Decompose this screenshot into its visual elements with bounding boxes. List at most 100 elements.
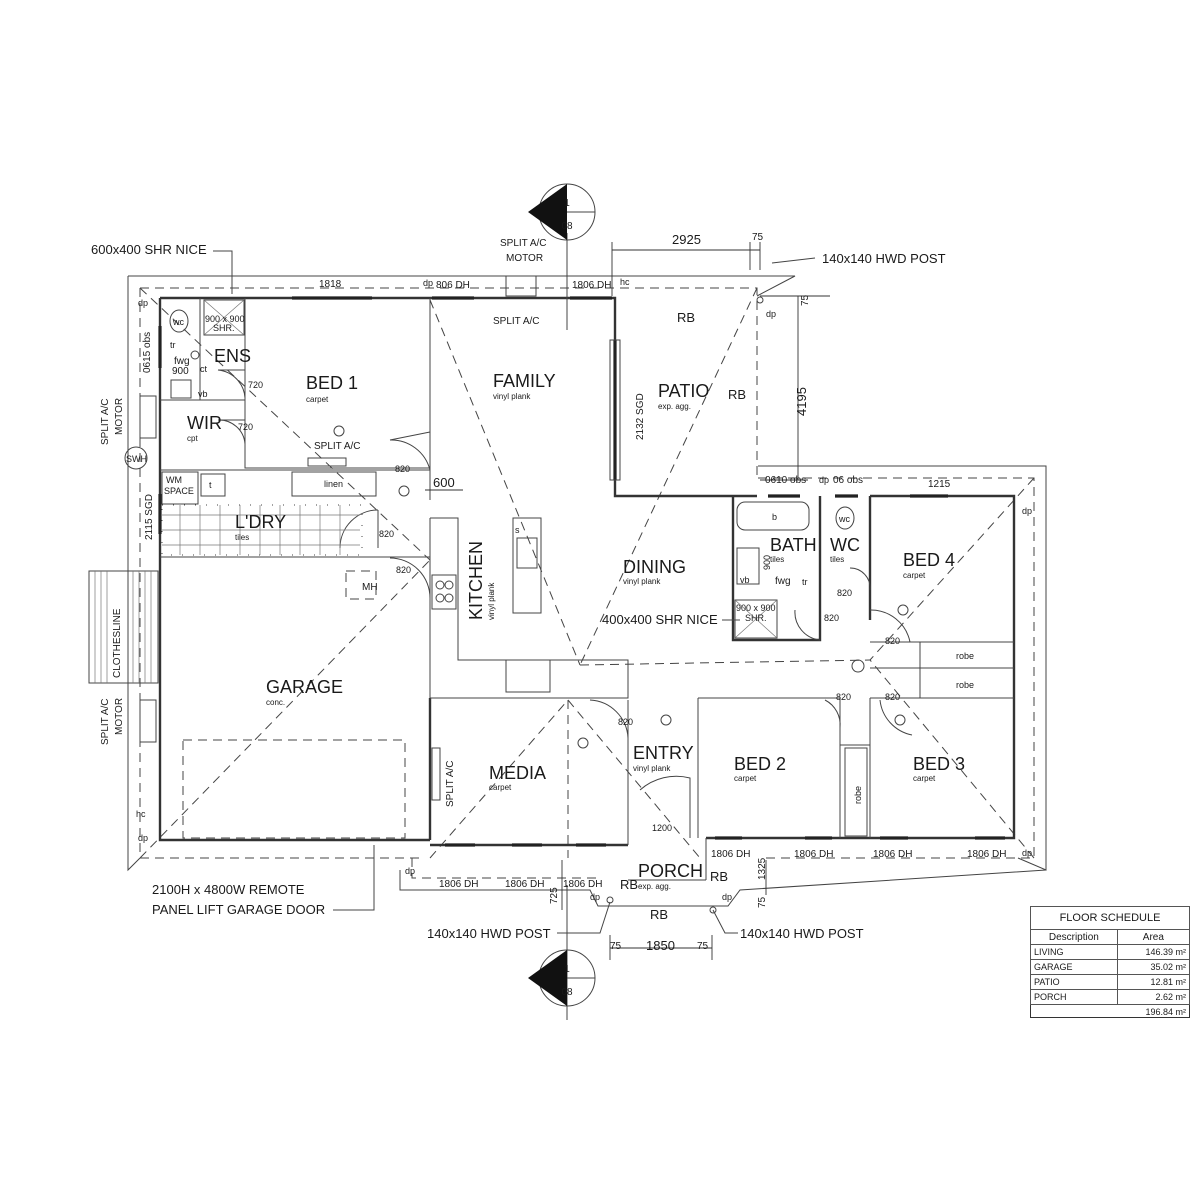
v900-label-ens: 900 — [172, 366, 189, 377]
dp-label: dp — [405, 866, 415, 876]
leader-lines — [213, 233, 816, 1020]
bath-tub-label: b — [772, 512, 777, 522]
room-finish-porch: exp. agg. — [638, 882, 671, 891]
room-finish-bath: tiles — [770, 555, 784, 564]
room-finish-wir: cpt — [187, 434, 198, 443]
dim-1325: 1325 — [757, 857, 768, 880]
schedule-row-area: 2.62 m² — [1116, 989, 1191, 1005]
schedule-total: 196.84 m² — [1145, 1007, 1186, 1017]
schedule-row-desc: LIVING — [1030, 944, 1118, 960]
fwg-label-ens: fwg — [174, 356, 190, 367]
dim-820: 820 — [836, 692, 851, 702]
room-name-wc: WC — [830, 535, 860, 555]
sink-label: s — [515, 525, 520, 535]
internal-walls — [160, 298, 1014, 881]
window-1806dh-label: 1806 DH — [711, 849, 750, 860]
tr-label-ens: tr — [170, 340, 176, 350]
room-name-bed4: BED 4 — [903, 550, 955, 570]
hc-label: hc — [136, 809, 146, 819]
dp-label: dp — [138, 833, 148, 843]
room-finish-bed4: carpet — [903, 571, 926, 580]
dim-2925: 2925 — [672, 232, 701, 247]
dim-75: 75 — [610, 941, 622, 952]
dim-820: 820 — [885, 692, 900, 702]
room-name-media: MEDIA — [489, 763, 546, 783]
dim-720: 720 — [248, 380, 263, 390]
split-ac-bed1: SPLIT A/C — [314, 441, 361, 452]
dp-label: dp — [1022, 506, 1032, 516]
schedule-row-desc: PORCH — [1030, 989, 1118, 1005]
dim-820: 820 — [824, 613, 839, 623]
dim-75: 75 — [800, 294, 811, 306]
room-name-entry: ENTRY — [633, 743, 694, 763]
room-name-kitchen: KITCHEN — [466, 541, 486, 620]
dim-820: 820 — [885, 636, 900, 646]
dp-label: dp — [1022, 848, 1032, 858]
room-name-bed2: BED 2 — [734, 754, 786, 774]
room-name-dining: DINING — [623, 557, 686, 577]
schedule-row-area: 12.81 m² — [1116, 974, 1191, 990]
tr-label-bath: tr — [802, 577, 808, 587]
manhole-label: MH — [362, 582, 378, 593]
shr-nice-600-note: 600x400 SHR NICE — [91, 242, 207, 257]
split-ac-media: SPLIT A/C — [445, 760, 456, 807]
hip-lines — [139, 287, 1035, 859]
dim-725: 725 — [549, 887, 560, 904]
schedule-row: PORCH 2.62 m² — [1030, 989, 1191, 1005]
room-finish-family: vinyl plank — [493, 392, 531, 401]
window-1806dh-label: 1806 DH — [794, 849, 833, 860]
split-ac-motor-left-2-line1: SPLIT A/C — [100, 698, 111, 745]
split-ac-motor-left-1-line2: MOTOR — [114, 398, 125, 435]
ct-label: ct — [200, 364, 208, 374]
external-walls — [158, 296, 1016, 847]
fixtures — [88, 275, 909, 914]
wm-space-label-line1: WM — [166, 475, 182, 485]
section-sheet: 08 — [561, 221, 573, 232]
schedule-row-area: 146.39 m² — [1116, 944, 1191, 960]
dp-label: dp — [138, 298, 148, 308]
room-finish-dining: vinyl plank — [623, 577, 661, 586]
dim-720: 720 — [238, 422, 253, 432]
robe-label-bed4-2: robe — [956, 680, 974, 690]
schedule-col-area: Area — [1116, 929, 1191, 945]
dp-label: dp — [722, 892, 732, 902]
sgd-2132-label: 2132 SGD — [635, 393, 646, 440]
split-ac-family: SPLIT A/C — [493, 316, 540, 327]
room-name-garage: GARAGE — [266, 677, 343, 697]
dim-820: 820 — [618, 717, 633, 727]
dim-1818: 1818 — [319, 279, 342, 290]
section-sheet: 08 — [561, 987, 573, 998]
window-1806dh-label: 1806 DH — [563, 879, 602, 890]
obs-610-label: 0610 obs — [765, 475, 806, 486]
dim-75: 75 — [752, 232, 764, 243]
swh-label: SWH — [126, 454, 147, 464]
section-marker-top: 1 08 — [528, 183, 596, 241]
obs-615-label: 0615 obs — [142, 332, 153, 373]
room-name-bath: BATH — [770, 535, 817, 555]
floor-schedule-table: FLOOR SCHEDULE Description Area LIVING 1… — [1030, 906, 1191, 1018]
room-finish-garage: conc. — [266, 698, 285, 707]
window-1806dh-label: 1806 DH — [572, 280, 611, 291]
room-finish-entry: vinyl plank — [633, 764, 671, 773]
dim-820: 820 — [837, 588, 852, 598]
schedule-row: LIVING 146.39 m² — [1030, 944, 1191, 960]
robe-label-bed2: robe — [853, 786, 863, 804]
dim-75: 75 — [757, 896, 768, 908]
room-labels: BED 1 carpet FAMILY vinyl plank PATIO ex… — [187, 346, 965, 891]
room-name-family: FAMILY — [493, 371, 556, 391]
room-finish-bed1: carpet — [306, 395, 329, 404]
schedule-title: FLOOR SCHEDULE — [1030, 906, 1190, 930]
hwd-post-top: 140x140 HWD POST — [822, 251, 946, 266]
section-number: 1 — [564, 964, 570, 975]
dim-1215: 1215 — [928, 479, 951, 490]
room-name-porch: PORCH — [638, 861, 703, 881]
schedule-row: GARAGE 35.02 m² — [1030, 959, 1191, 975]
v900-label-bath: 900 — [762, 555, 772, 570]
dimension-lines — [425, 242, 830, 960]
dim-820: 820 — [395, 464, 410, 474]
garage-door-note-line1: 2100H x 4800W REMOTE — [152, 882, 305, 897]
hwd-post-bottom-right: 140x140 HWD POST — [740, 926, 864, 941]
wc-pan-wc: wc — [838, 514, 850, 524]
split-ac-motor-left-1-line1: SPLIT A/C — [100, 398, 111, 445]
